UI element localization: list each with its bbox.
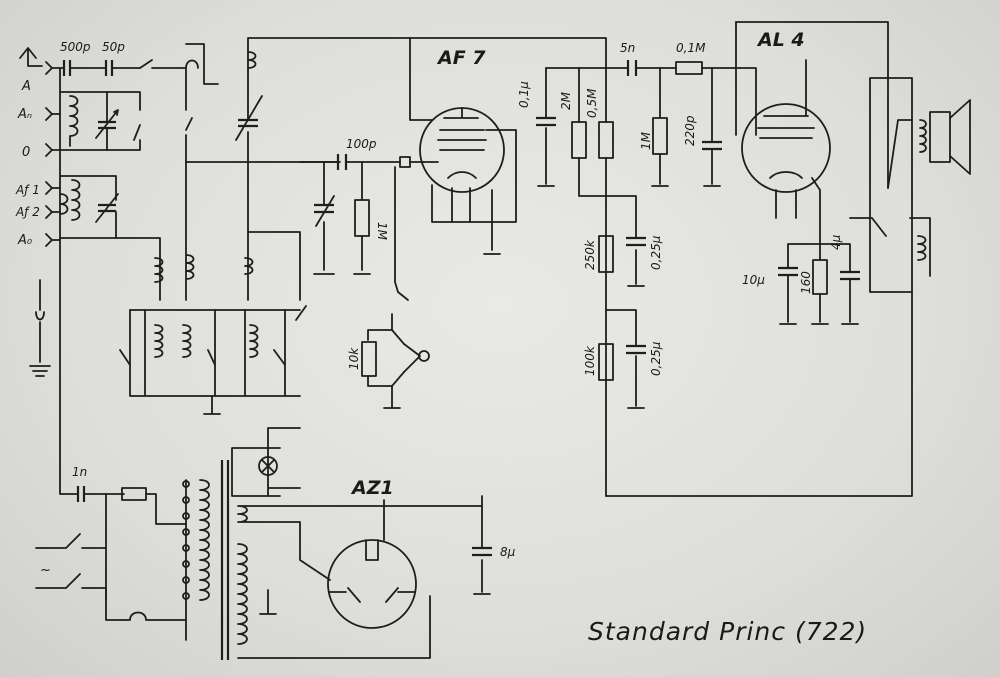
terminal-leads: [51, 113, 61, 241]
label-2m: 2M: [559, 91, 573, 110]
label-220p: 220p: [683, 115, 697, 146]
terminal-af2: Aƒ 2: [15, 205, 40, 219]
label-10u: 10μ: [742, 273, 765, 287]
terminal-an: Aₙ: [17, 107, 32, 122]
label-1m-al4: 1M: [639, 131, 653, 150]
az1-tube: [327, 539, 417, 629]
label-500p: 500p: [60, 40, 91, 54]
label-0-25u-b: 0,25μ: [649, 341, 663, 376]
label-1n: 1n: [72, 465, 87, 479]
terminal-a: A: [21, 79, 31, 94]
antenna-symbol: [19, 47, 43, 67]
af7-plate-network: [409, 37, 646, 497]
terminal-ao: A₀: [17, 233, 33, 248]
af-coil-group: [59, 175, 119, 239]
al4-cathode-network: [778, 243, 860, 325]
label-0-5m: 0,5M: [585, 88, 599, 118]
label-100p: 100p: [346, 137, 377, 151]
label-5n: 5n: [620, 41, 635, 55]
left-rail: [59, 67, 67, 495]
power-supply: [35, 427, 492, 660]
pickup-input: [361, 313, 430, 409]
terminal-o: 0: [22, 145, 30, 160]
grid-network: [299, 154, 425, 301]
label-0-1u: 0,1μ: [517, 81, 531, 108]
label-10k: 10k: [347, 347, 361, 370]
chassis-ground: [29, 279, 51, 377]
output-transformer: [605, 77, 971, 497]
al4-label: AL 4: [756, 29, 805, 51]
tuning-capacitor: [185, 37, 411, 321]
label-100k: 100k: [583, 345, 597, 376]
label-mains: ~: [40, 563, 51, 578]
al4-tube: [735, 21, 889, 261]
label-4u: 4μ: [829, 234, 843, 250]
schematic-title: Standard Princ (722): [588, 617, 867, 646]
label-50p: 50p: [102, 40, 125, 54]
input-capacitors: [51, 59, 199, 76]
input-terminals: [45, 61, 53, 247]
label-160: 160: [799, 271, 813, 294]
label-8u: 8μ: [500, 545, 516, 559]
label-0-1m: 0,1M: [676, 41, 706, 55]
label-250k: 250k: [583, 239, 597, 270]
af7-tube: [409, 37, 517, 255]
label-1m-grid: 1M: [375, 222, 389, 241]
az1-label: AZ1: [350, 477, 394, 499]
band-switch-coils: [115, 43, 301, 415]
af7-label: AF 7: [436, 47, 486, 69]
terminal-af1: Aƒ 1: [15, 183, 40, 197]
coupling-network: [605, 60, 741, 187]
label-0-25u-a: 0,25μ: [649, 235, 663, 270]
an-coil-group: [59, 91, 141, 151]
